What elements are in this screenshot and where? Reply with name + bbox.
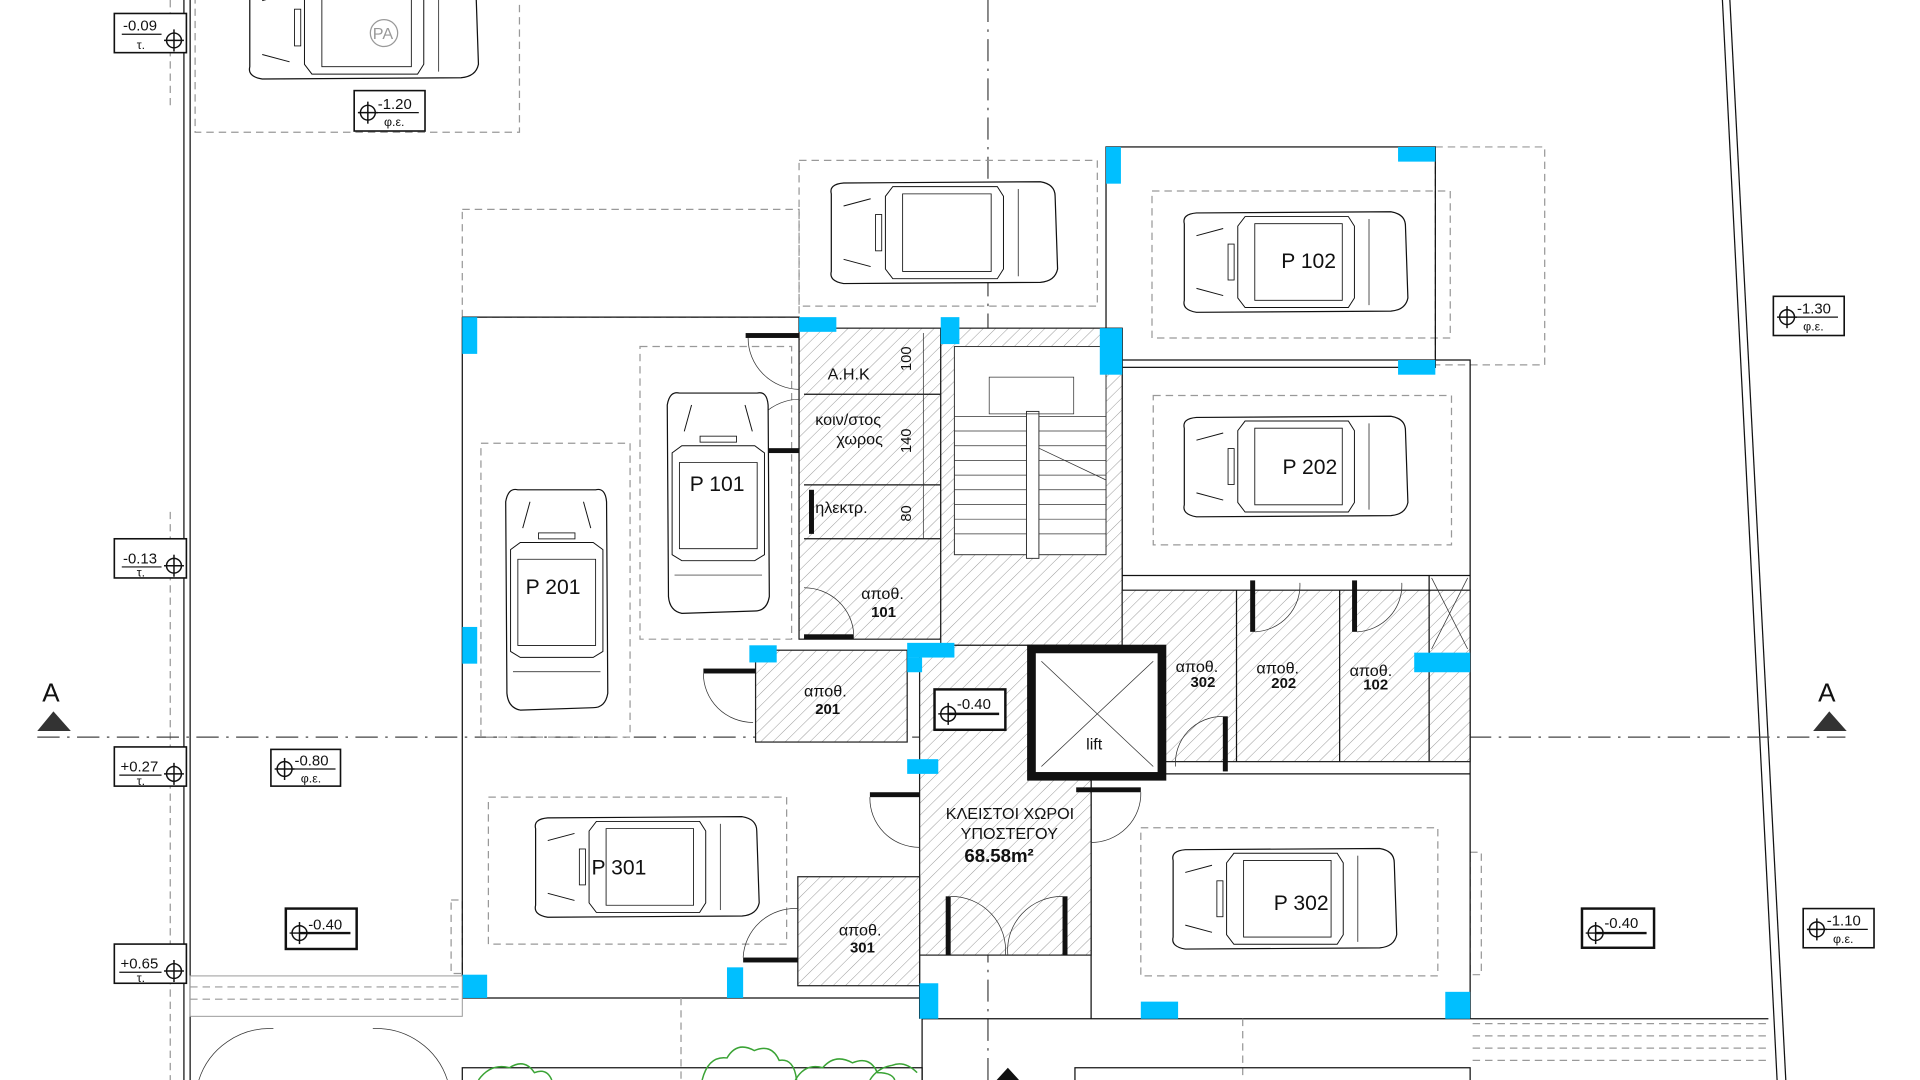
svg-text:-0.40: -0.40 (957, 697, 991, 713)
svg-text:100: 100 (899, 347, 915, 372)
svg-text:+0.65: +0.65 (121, 957, 159, 973)
svg-text:101: 101 (871, 605, 896, 621)
svg-text:P 202: P 202 (1282, 456, 1337, 479)
level-marker: -1.10 φ.ε. (1802, 907, 1875, 949)
svg-text:A: A (1818, 680, 1836, 708)
svg-text:αποθ.: αποθ. (839, 922, 882, 940)
svg-text:αποθ.: αποθ. (861, 585, 904, 603)
svg-text:φ.ε.: φ.ε. (1803, 320, 1823, 334)
entry-arrow-icon (996, 1067, 1020, 1080)
svg-text:P 201: P 201 (526, 576, 581, 599)
svg-text:αποθ.: αποθ. (804, 683, 847, 701)
closed-spaces-label-1: ΚΛΕΙΣΤΟΙ ΧΩΡΟΙ (946, 805, 1074, 823)
svg-text:102: 102 (1363, 677, 1388, 693)
structural-columns (462, 146, 1471, 1019)
level-marker: +0.65 τ. (113, 943, 188, 985)
svg-text:τ.: τ. (137, 971, 145, 985)
svg-text:-0.09: -0.09 (123, 19, 157, 35)
svg-text:φ.ε.: φ.ε. (384, 115, 404, 129)
svg-text:+0.27: +0.27 (121, 760, 159, 776)
car-p101: P 101 (666, 392, 770, 614)
svg-text:τ.: τ. (137, 774, 145, 788)
svg-text:302: 302 (1191, 675, 1216, 691)
svg-text:τ.: τ. (137, 38, 145, 52)
car-p302: P 302 (1172, 847, 1398, 950)
level-marker: +0.27 τ. (113, 746, 188, 788)
room-common-1: κοιν/στος (815, 411, 881, 429)
room-common-2: χωρος (836, 431, 883, 449)
svg-text:αποθ.: αποθ. (1256, 660, 1299, 678)
svg-text:-0.40: -0.40 (1604, 916, 1638, 932)
level-marker: -0.09 τ. (113, 12, 188, 54)
svg-text:140: 140 (899, 429, 915, 454)
room-labels: Α.Η.Κ κοιν/στος χωρος ηλεκτρ. αποθ. 101 … (804, 366, 1392, 957)
svg-text:-1.20: -1.20 (378, 97, 412, 113)
svg-text:-0.80: -0.80 (295, 753, 329, 769)
svg-text:αποθ.: αποθ. (1176, 658, 1219, 676)
closed-spaces-label-2: ΥΠΟΣΤΕΓΟΥ (961, 825, 1059, 843)
svg-text:-0.13: -0.13 (123, 551, 157, 567)
level-marker: -0.40 (933, 688, 1007, 732)
room-ahk: Α.Η.Κ (828, 366, 870, 384)
car-unlabeled (830, 181, 1059, 285)
car-p301: P 301 (534, 816, 760, 918)
closed-spaces-area: 68.58m² (964, 845, 1033, 866)
svg-text:301: 301 (850, 941, 875, 957)
level-marker: -1.20 φ.ε. (353, 89, 426, 132)
level-marker: -0.13 τ. (113, 537, 188, 580)
svg-text:φ.ε.: φ.ε. (1833, 932, 1853, 946)
svg-text:PA: PA (373, 25, 394, 43)
svg-text:P 101: P 101 (690, 473, 745, 496)
svg-text:A: A (42, 680, 60, 708)
svg-text:P 301: P 301 (592, 856, 647, 879)
svg-text:P 302: P 302 (1274, 892, 1329, 915)
lift-shaft: lift (1027, 644, 1167, 781)
svg-text:80: 80 (899, 505, 915, 521)
svg-text:-1.10: -1.10 (1827, 914, 1861, 930)
svg-text:-1.30: -1.30 (1797, 302, 1831, 318)
tree-icon (477, 1046, 918, 1080)
svg-text:-0.40: -0.40 (308, 917, 342, 933)
lift-label: lift (1086, 735, 1103, 753)
car-p201: P 201 (505, 488, 609, 711)
section-mark-right: A (1813, 680, 1847, 732)
stairs (953, 346, 1107, 559)
level-marker: -0.80 φ.ε. (270, 748, 342, 787)
car-p202: P 202 (1183, 415, 1409, 518)
level-marker: -0.40 (1580, 907, 1656, 949)
level-marker: -0.40 (284, 907, 358, 951)
svg-text:202: 202 (1271, 676, 1296, 692)
car-pa: PA (248, 0, 480, 80)
doors (703, 333, 1403, 963)
shaft-cross (1431, 577, 1468, 650)
level-marker: -1.30 φ.ε. (1772, 295, 1846, 337)
svg-text:φ.ε.: φ.ε. (301, 772, 321, 786)
svg-text:τ.: τ. (137, 566, 145, 580)
bottom-landscape (189, 975, 1771, 1080)
room-electrical: ηλεκτρ. (815, 499, 867, 517)
svg-text:201: 201 (815, 702, 840, 718)
svg-text:P 102: P 102 (1281, 250, 1336, 273)
section-mark-left: A (37, 680, 71, 732)
svg-text:αποθ.: αποθ. (1350, 662, 1393, 680)
dimension-labels: 100 140 80 (899, 333, 924, 539)
car-p102: P 102 (1183, 211, 1409, 313)
